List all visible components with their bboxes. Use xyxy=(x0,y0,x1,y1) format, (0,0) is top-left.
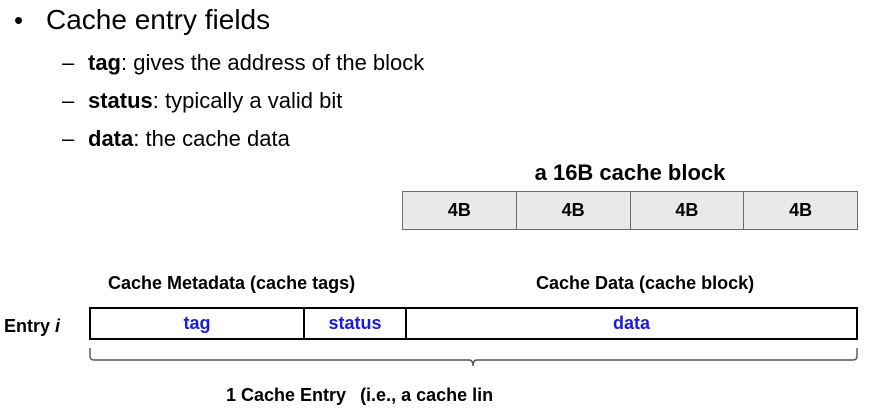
entry-label: Entry i xyxy=(4,313,60,339)
cache-block-cell: 4B xyxy=(789,200,813,220)
sub-item-term: status xyxy=(88,88,153,113)
cache-entry-row: tag status data xyxy=(89,307,858,340)
caption-main: 1 Cache Entry xyxy=(226,385,347,405)
entry-index: i xyxy=(55,316,61,336)
sub-item-term: data xyxy=(88,126,134,151)
sub-item-term: tag xyxy=(88,50,121,75)
cache-block-row: 4B 4B 4B 4B xyxy=(402,191,858,230)
sub-item-desc: : the cache data xyxy=(133,126,290,151)
dash-icon: – xyxy=(62,88,75,113)
sub-item-data: –data: the cache data xyxy=(62,124,290,154)
dash-icon: – xyxy=(62,50,75,75)
metadata-header: Cache Metadata (cache tags) xyxy=(108,273,356,293)
sub-item-desc: : typically a valid bit xyxy=(152,88,343,113)
sub-item-desc: : gives the address of the block xyxy=(121,50,425,75)
cache-block-cell: 4B xyxy=(517,192,631,229)
entry-label-text: Entry xyxy=(4,316,56,336)
brace-icon xyxy=(89,348,858,367)
cache-block-cell: 4B xyxy=(631,192,745,229)
cache-block-title: a 16B cache block xyxy=(534,160,726,185)
caption: 1 Cache Entry (i.e., a cache lin xyxy=(226,382,493,408)
cache-block-cell: 4B xyxy=(403,192,517,229)
caption-paren: (i.e., a cache lin xyxy=(360,385,494,405)
sub-item-status: –status: typically a valid bit xyxy=(62,86,342,116)
dash-icon: – xyxy=(62,126,75,151)
bullet-heading: Cache entry fields xyxy=(46,4,271,35)
data-header: Cache Data (cache block) xyxy=(536,273,755,293)
bullet-point-icon: • xyxy=(14,5,24,35)
tag-field: tag xyxy=(91,309,305,338)
status-field: status xyxy=(305,309,407,338)
data-field: data xyxy=(612,313,650,333)
sub-item-tag: –tag: gives the address of the block xyxy=(62,48,424,78)
